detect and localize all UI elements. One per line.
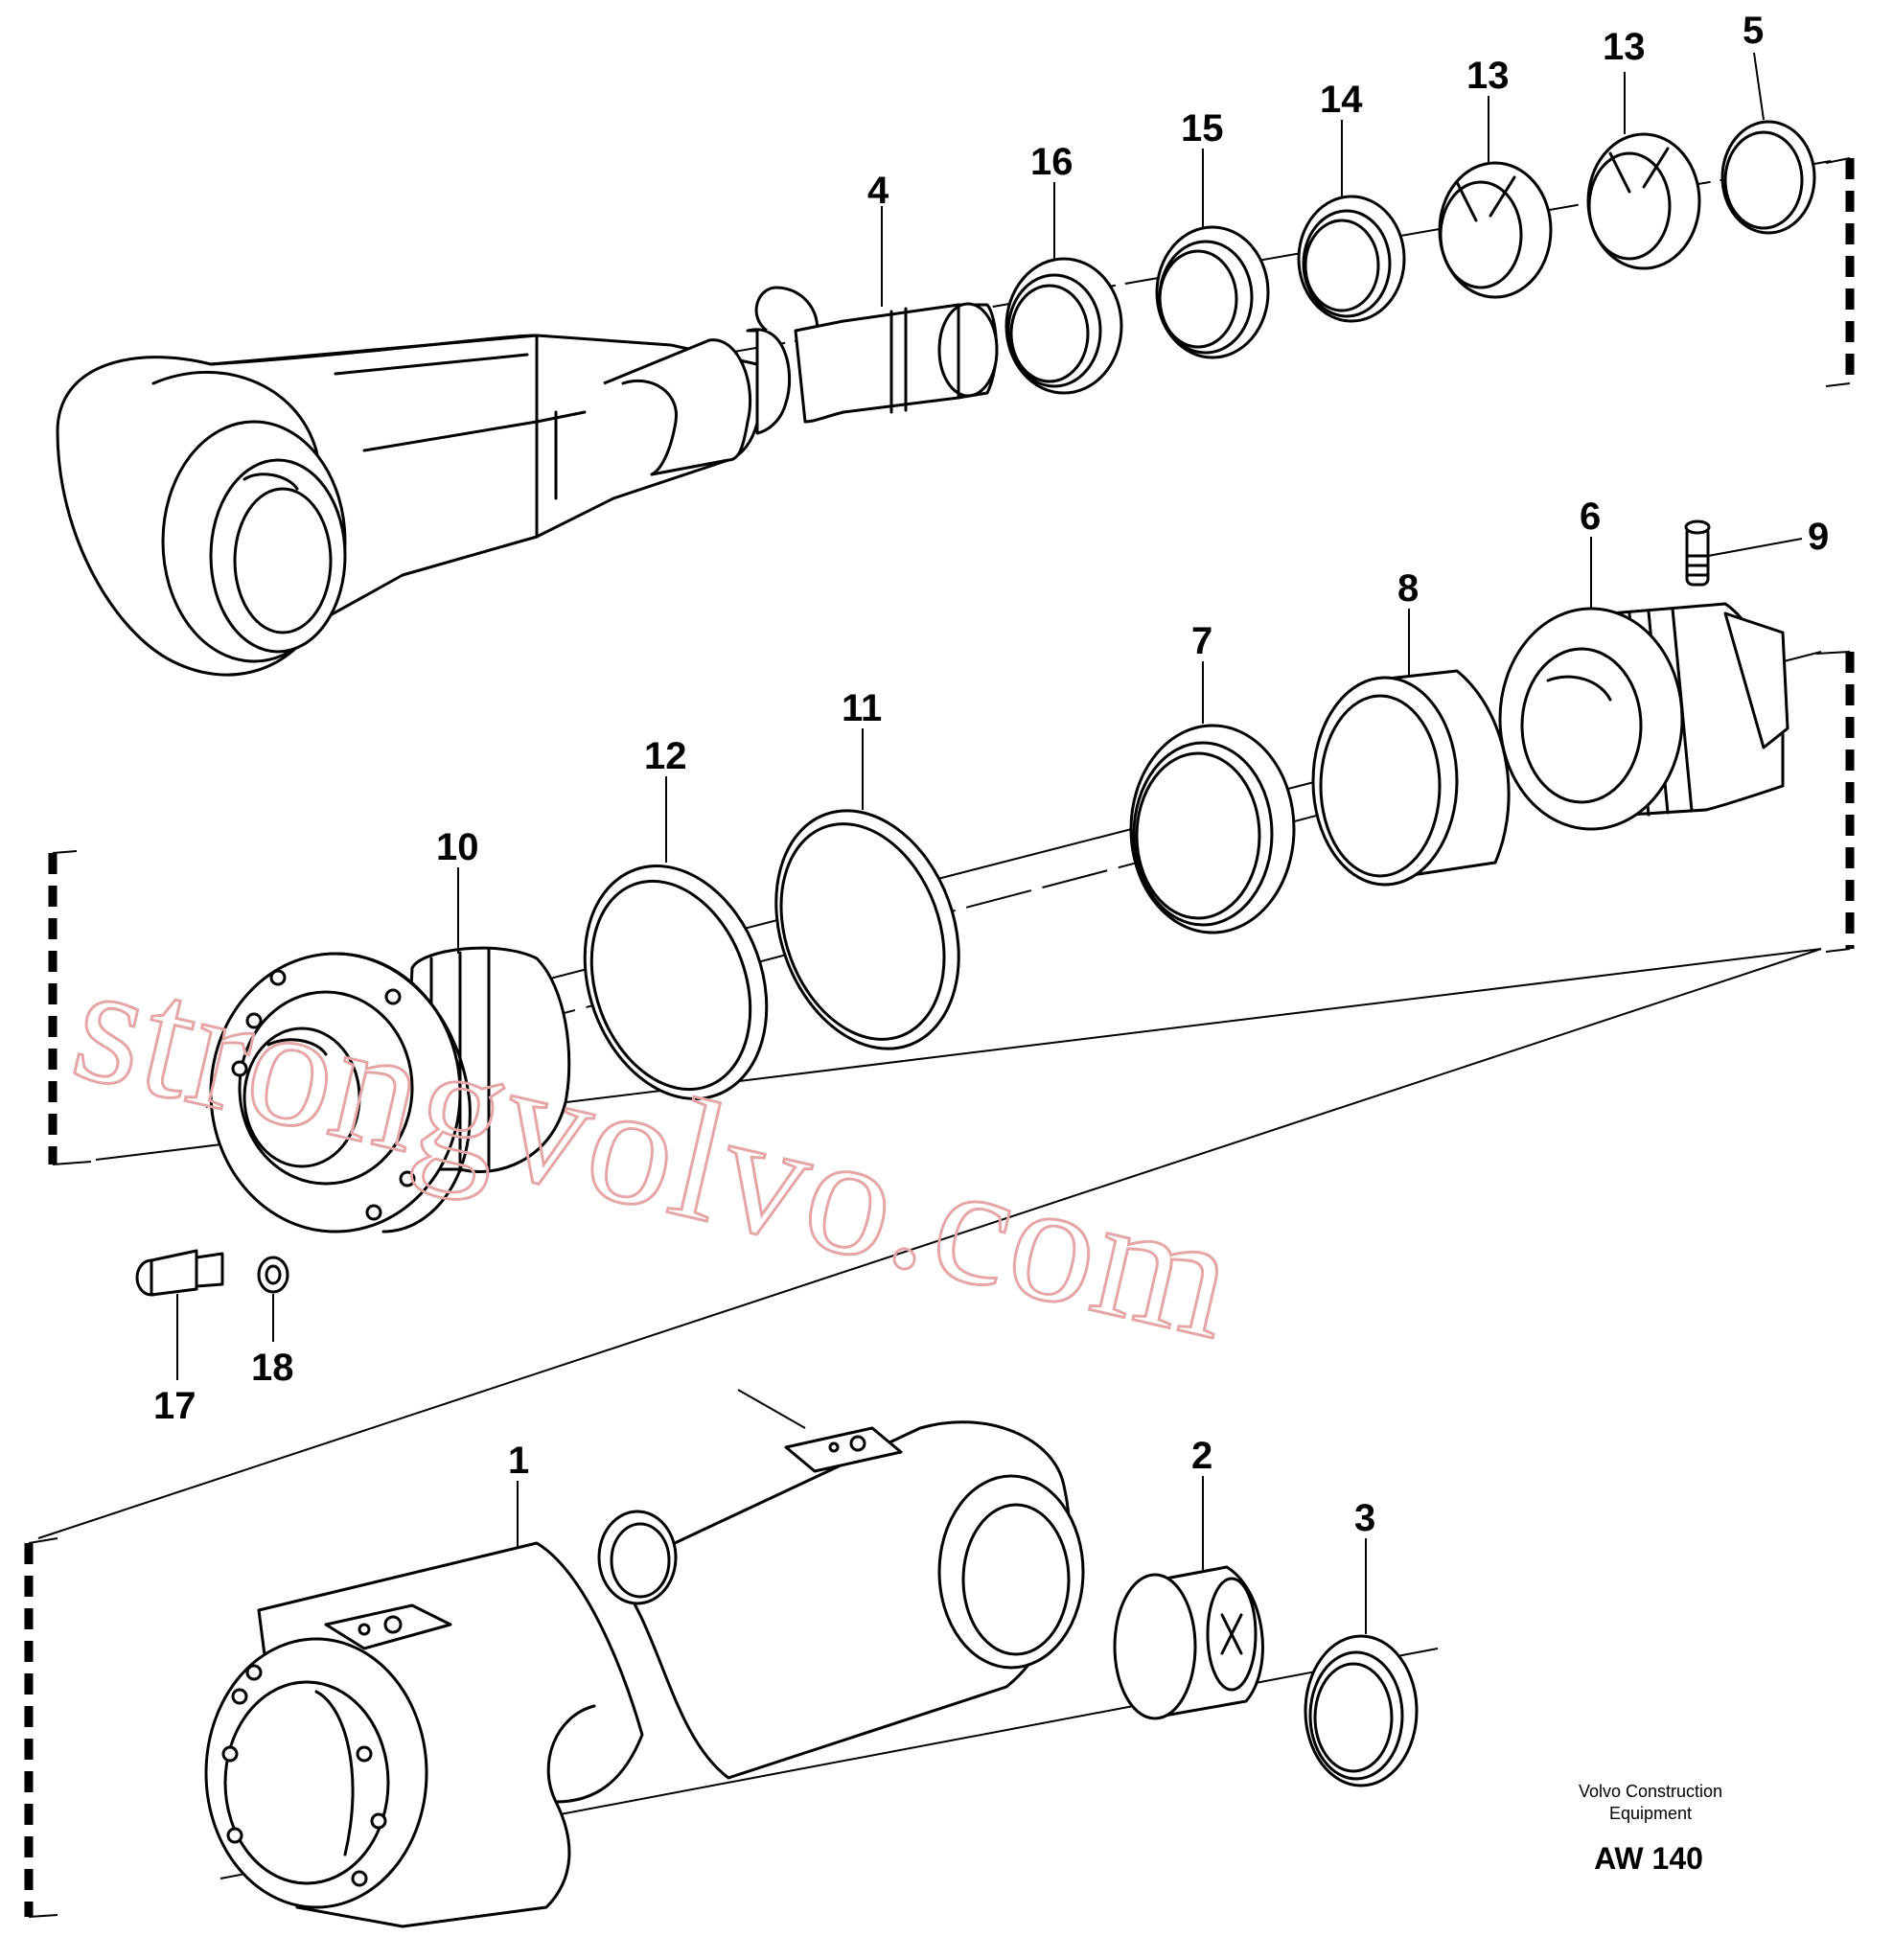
callout-14: 14 [1320,79,1363,121]
callout-labels: 4 16 15 14 13 13 5 6 9 8 7 11 12 10 17 1… [153,10,1829,1539]
part-7-seal [1129,724,1296,934]
part-8-bushing [1311,669,1511,887]
callout-10: 10 [436,826,479,868]
footer-block: Volvo Construction Equipment AW 140 [1579,1782,1722,1876]
part-2-bushing [1113,1565,1264,1720]
part-3-seal [1304,1634,1419,1787]
callout-13b: 13 [1603,26,1646,68]
leader-lines [176,52,1803,1634]
callout-2: 2 [1191,1435,1212,1477]
callout-9: 9 [1808,516,1829,558]
ring-13a [1438,161,1553,299]
callout-17: 17 [153,1385,196,1427]
part-6-piston [1498,602,1789,831]
callout-6: 6 [1580,496,1601,538]
piston-rod-eye [56,334,763,677]
callout-1: 1 [508,1440,529,1482]
cylinder-tube-base-end [597,1389,1085,1780]
callout-13a: 13 [1466,55,1510,97]
company-name-line2: Equipment [1609,1804,1692,1823]
ring-14 [1297,195,1406,323]
part-17-screw [135,1249,224,1297]
callout-5: 5 [1743,10,1764,52]
callout-16: 16 [1030,141,1073,183]
part-1-cylinder-tube [204,1541,644,1928]
part-11-ring [774,809,960,1050]
company-name-line1: Volvo Construction [1579,1782,1722,1801]
part-10-cylinder-head [209,946,571,1234]
callout-15: 15 [1181,107,1224,150]
part-4-piston-end [794,302,999,424]
ring-13b [1586,132,1701,270]
callout-7: 7 [1191,620,1212,662]
bottom-panel [24,948,1822,1928]
callout-4: 4 [867,170,889,212]
ring-5 [1720,120,1816,235]
callout-8: 8 [1397,567,1419,610]
callout-18: 18 [251,1347,294,1389]
ring-16 [1004,257,1123,395]
piston-rod-shaft [603,286,820,476]
drawing-code: AW 140 [1594,1841,1703,1876]
top-panel [56,120,1855,677]
ring-15 [1155,225,1270,359]
callout-11: 11 [842,687,882,729]
callout-3: 3 [1354,1497,1375,1539]
part-18-washer [257,1256,289,1294]
part-9-fitting [1684,519,1711,587]
callout-12: 12 [644,735,687,777]
middle-panel [48,519,1855,1297]
part-12-ring [583,865,769,1100]
